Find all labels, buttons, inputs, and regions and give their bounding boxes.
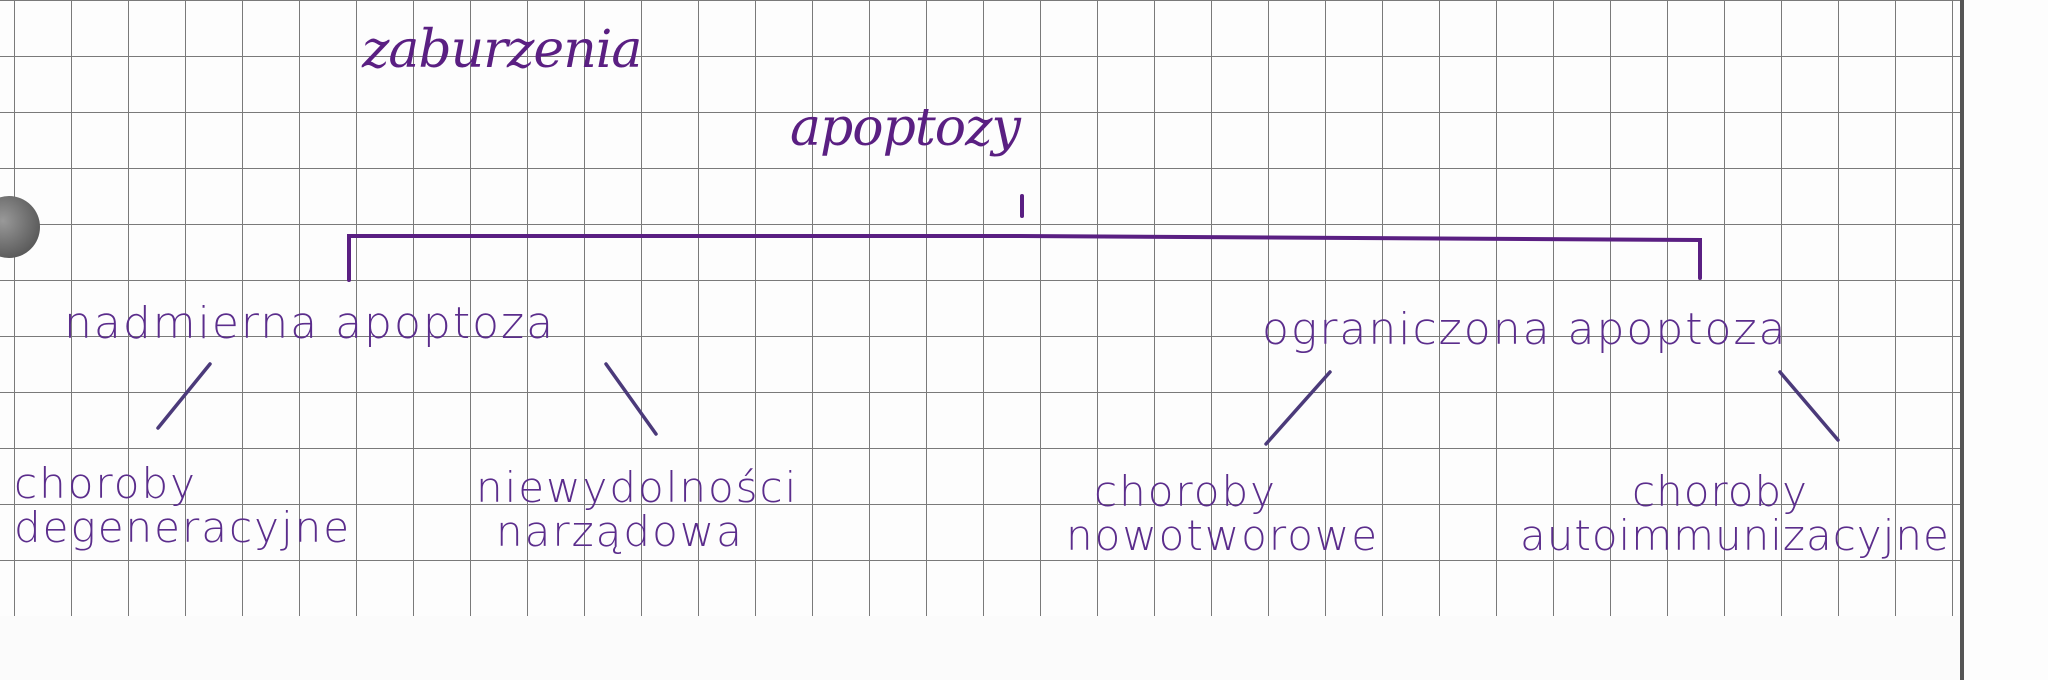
arrow-right-1	[1264, 370, 1332, 446]
connector-lines	[156, 194, 1840, 446]
leaf-choroby-nowotworowe: choroby nowotworowe	[1066, 470, 1379, 558]
arrow-right-2	[1778, 370, 1840, 442]
leaf-line-1: niewydolności	[476, 463, 799, 512]
branch-label-ograniczona: ograniczona apoptoza	[1262, 304, 1788, 355]
leaf-choroby-degeneracyjne: choroby degeneracyjne	[14, 462, 351, 550]
leaf-line-2: narządowa	[496, 507, 744, 556]
leaf-niewydolnosci-narzadowa: niewydolności narządowa	[476, 466, 798, 554]
branch-label-nadmierna: nadmierna apoptoza	[64, 298, 556, 349]
leaf-line-2: degeneracyjne	[14, 503, 352, 552]
leaf-line-1: choroby	[14, 459, 197, 508]
leaf-line-1: choroby	[1094, 467, 1277, 516]
title-line-1: zaburzenia	[362, 20, 642, 80]
leaf-line-2: nowotworowe	[1066, 511, 1380, 560]
arrow-left-2	[604, 362, 658, 436]
leaf-line-1: choroby	[1632, 467, 1808, 516]
leaf-line-2: autoimmunizacyjne	[1520, 511, 1950, 560]
arrow-left-1	[156, 362, 212, 430]
title-line-2: apoptozy	[790, 98, 1021, 158]
bracket-line	[347, 234, 1702, 282]
graph-paper	[0, 0, 2048, 616]
leaf-choroby-autoimmunizacyjne: choroby autoimmunizacyjne	[1520, 470, 1950, 558]
paper-edge	[1960, 0, 2048, 680]
